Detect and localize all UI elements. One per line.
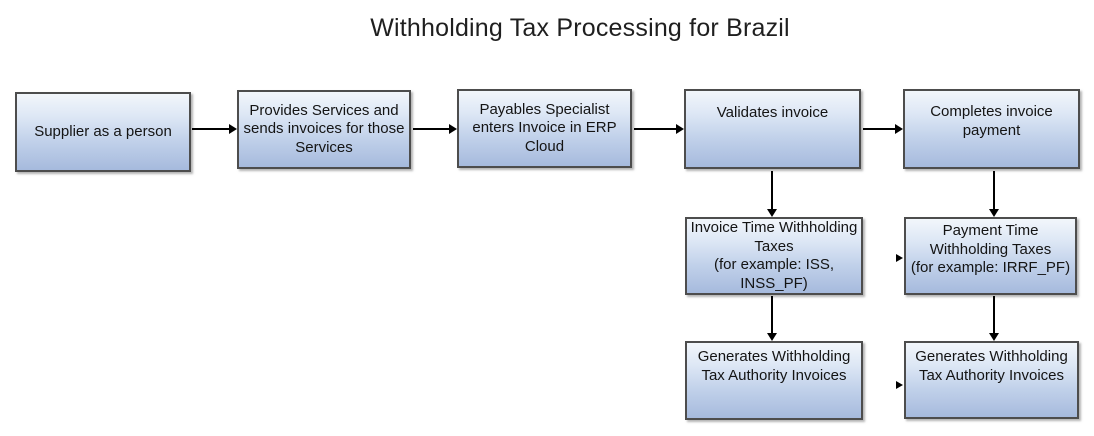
arrow-line <box>863 128 895 130</box>
arrow-line <box>771 296 773 333</box>
node-provides-services: Provides Services and sends invoices for… <box>237 90 411 169</box>
node-completes-invoice-payment: Completes invoice payment <box>903 89 1080 169</box>
node-generates-tax-authority-invoices-right: Generates Withholding Tax Authority Invo… <box>904 341 1079 419</box>
stray-arrowhead-generates-right-icon <box>896 381 903 389</box>
arrow-line <box>634 128 676 130</box>
node-invoice-time-withholding-taxes: Invoice Time Withholding Taxes (for exam… <box>685 217 863 295</box>
arrowhead-down-icon <box>767 209 777 217</box>
node-validates-invoice-label: Validates invoice <box>716 104 829 121</box>
node-payables-specialist-label: Payables Specialist enters Invoice in ER… <box>472 100 617 155</box>
node-completes-invoice-payment-label: Completes invoice payment <box>930 103 1053 139</box>
arrowhead-right-icon <box>895 124 903 134</box>
arrowhead-right-icon <box>676 124 684 134</box>
arrow-line <box>413 128 449 130</box>
arrowhead-right-icon <box>449 124 457 134</box>
node-generates-tax-authority-invoices-left-label: Generates Withholding Tax Authority Invo… <box>697 348 851 384</box>
stray-arrowhead-payment-time-icon <box>896 254 903 262</box>
arrow-line <box>993 296 995 333</box>
arrowhead-down-icon <box>989 209 999 217</box>
diagram-title: Withholding Tax Processing for Brazil <box>370 14 790 42</box>
arrow-line <box>192 128 229 130</box>
node-supplier: Supplier as a person <box>15 92 191 172</box>
arrow-line <box>771 171 773 209</box>
node-generates-tax-authority-invoices-right-label: Generates Withholding Tax Authority Invo… <box>915 348 1068 384</box>
node-payment-time-withholding-taxes: Payment Time Withholding Taxes (for exam… <box>904 217 1077 295</box>
node-provides-services-label: Provides Services and sends invoices for… <box>243 101 405 156</box>
arrowhead-right-icon <box>229 124 237 134</box>
arrowhead-down-icon <box>767 333 777 341</box>
arrow-line <box>993 171 995 209</box>
node-generates-tax-authority-invoices-left: Generates Withholding Tax Authority Invo… <box>685 341 863 420</box>
node-supplier-label: Supplier as a person <box>34 122 172 140</box>
node-validates-invoice: Validates invoice <box>684 89 861 169</box>
node-invoice-time-withholding-taxes-label: Invoice Time Withholding Taxes (for exam… <box>690 219 858 292</box>
node-payment-time-withholding-taxes-label: Payment Time Withholding Taxes (for exam… <box>910 222 1071 276</box>
node-payables-specialist: Payables Specialist enters Invoice in ER… <box>457 89 632 168</box>
arrowhead-down-icon <box>989 333 999 341</box>
